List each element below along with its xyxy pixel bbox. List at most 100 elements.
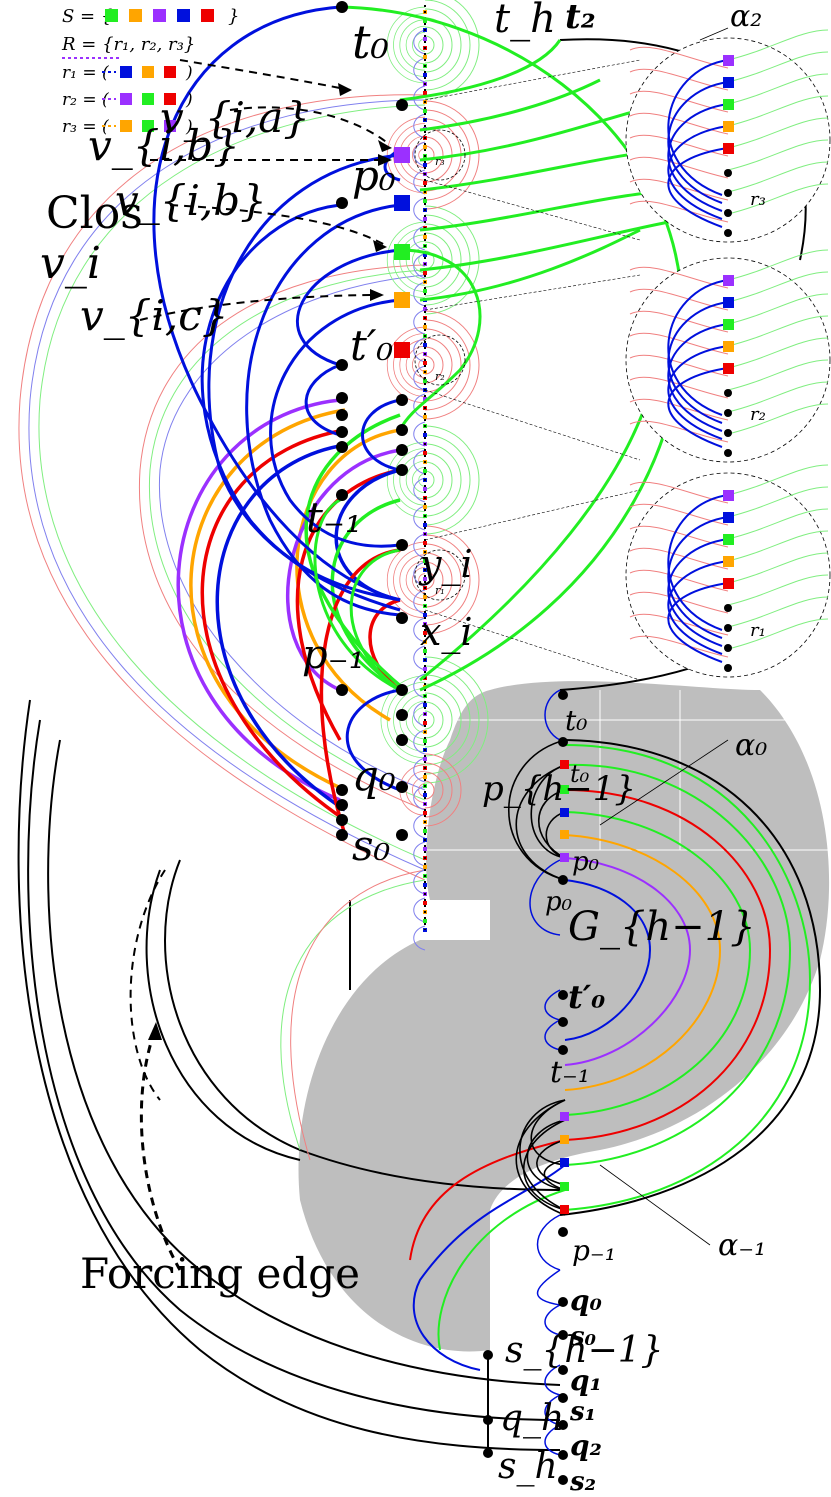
- bundle-arc-left: [399, 19, 426, 71]
- arrow-heads: [148, 83, 392, 1040]
- loop: [413, 869, 426, 895]
- legend-S-label: S = {: [62, 6, 112, 27]
- label-vib-2: v_{i,b}: [115, 176, 267, 225]
- inset-square-orange: [723, 556, 734, 567]
- column-marker: [423, 181, 427, 185]
- legend-r3-close: ): [185, 117, 193, 137]
- loop: [413, 841, 426, 867]
- inset-green-arc: [727, 508, 829, 540]
- inset-green-arc: [727, 574, 829, 606]
- column-marker: [423, 271, 427, 275]
- bundle-arc-left: [386, 441, 426, 519]
- bundle-arc: [424, 109, 471, 201]
- label-alpha0: α₀: [735, 728, 767, 763]
- thin-concentric-arcs: [18, 94, 426, 1161]
- inset-dot: [724, 189, 732, 197]
- bundle-arc-left: [393, 548, 426, 612]
- column-marker: [423, 721, 427, 725]
- column-marker: [423, 163, 427, 167]
- loop: [413, 477, 426, 503]
- loop: [413, 589, 426, 615]
- bundle-arc-left: [405, 460, 426, 500]
- label-p0: p₀: [352, 151, 396, 200]
- legend-square-red: [164, 93, 176, 105]
- bundle-arc-left: [393, 688, 426, 752]
- label-r1-small: r₁: [435, 584, 445, 597]
- right-gadget-squares: [560, 760, 569, 1214]
- column-marker: [423, 577, 427, 581]
- inset-red-arc: [629, 68, 729, 91]
- bundle-arc-left: [412, 777, 426, 803]
- column-marker: [423, 433, 427, 437]
- bundle-arc-left: [399, 554, 426, 606]
- column-marker: [423, 703, 427, 707]
- inset-red-arc: [629, 112, 729, 135]
- loop: [413, 365, 426, 391]
- loop: [413, 897, 426, 923]
- inset-green-arc: [727, 403, 829, 435]
- inset-blue-arc: [667, 516, 729, 639]
- label-ph-minus-1: p_{h−1}: [482, 769, 636, 809]
- column-marker: [423, 73, 427, 77]
- inset-dot: [724, 664, 732, 672]
- legend-square-orange: [129, 9, 142, 22]
- inset-blue-arc: [667, 81, 729, 204]
- bundle-arc: [424, 570, 435, 590]
- inset-red-arc: [629, 525, 729, 548]
- column-marker: [423, 919, 427, 923]
- column-marker: [423, 397, 427, 401]
- left-small-circles: [414, 129, 466, 601]
- bundle-arc: [424, 0, 471, 91]
- bundle-arc: [424, 35, 435, 55]
- label-s0: s₀: [352, 821, 391, 870]
- inset-blue-arc: [667, 125, 729, 220]
- magnification-insets: [625, 29, 831, 678]
- inset-square-red: [723, 143, 734, 154]
- label-r1-inset: r₁: [750, 620, 766, 641]
- legend-square-green: [142, 93, 154, 105]
- label-p-minus-1-right: p₋₁: [572, 1234, 616, 1267]
- inset-blue-arc: [667, 582, 729, 663]
- inset-blue-arc: [667, 103, 729, 212]
- bundle-arc: [424, 534, 471, 626]
- bundle-arc-left: [380, 675, 426, 765]
- bundle-arc: [424, 543, 462, 617]
- bundle-arc: [424, 205, 480, 315]
- label-alpha-minus-1: α₋₁: [718, 1228, 766, 1263]
- legend-square-purple: [153, 9, 166, 22]
- inset-square-red: [723, 363, 734, 374]
- left-column-squares: [394, 147, 410, 358]
- loop: [413, 393, 426, 419]
- column-marker: [423, 757, 427, 761]
- inset-dot: [724, 209, 732, 217]
- right-gadget-dots: [483, 690, 568, 1485]
- legend-R-label: R = {r₁, r₂, r₃}: [61, 34, 195, 55]
- column-marker: [423, 739, 427, 743]
- bundle-arc-left: [393, 13, 426, 77]
- black-arcs: [17, 38, 822, 1455]
- label-t0-top: t₀: [352, 15, 389, 69]
- column-marker: [423, 829, 427, 833]
- column-marker: [423, 559, 427, 563]
- bundle-arc: [424, 328, 462, 402]
- column-marker: [423, 865, 427, 869]
- bundle-arc-left: [405, 345, 426, 385]
- label-sh: s_h: [498, 1446, 558, 1487]
- legend-r2-label: r₂ = (: [62, 90, 109, 110]
- column-marker: [423, 37, 427, 41]
- inset-square-green: [723, 319, 734, 330]
- bundle-arc-left: [386, 116, 426, 194]
- inset-green-arc: [727, 530, 829, 562]
- inset-red-arc: [629, 503, 729, 526]
- label-t2-top: t₂: [565, 0, 596, 37]
- column-marker: [423, 595, 427, 599]
- inset-red-arc: [629, 547, 729, 570]
- loop: [413, 561, 426, 587]
- bundle-arc: [424, 434, 471, 526]
- label-r3-small: r₃: [435, 155, 445, 168]
- legend-square-red: [201, 9, 214, 22]
- loop: [413, 533, 426, 559]
- label-s0-right: s₀: [569, 1322, 597, 1352]
- loop: [413, 505, 426, 531]
